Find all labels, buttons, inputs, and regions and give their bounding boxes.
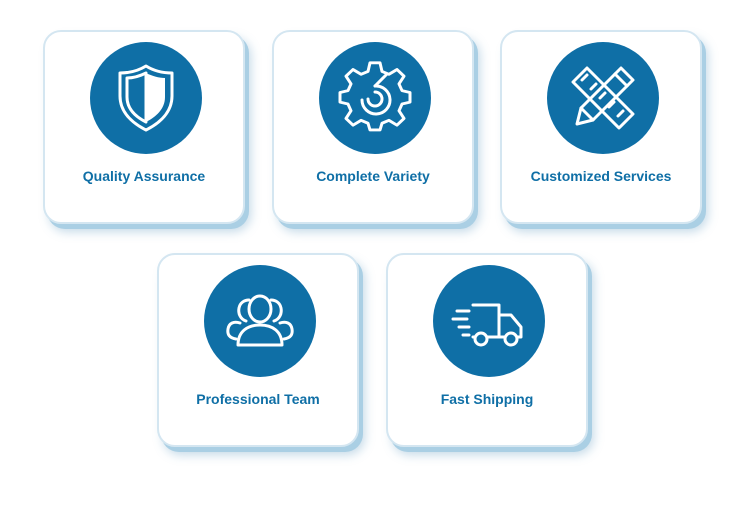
feature-card-quality-assurance[interactable]: Quality Assurance xyxy=(43,30,245,224)
feature-card-fast-shipping[interactable]: Fast Shipping xyxy=(386,253,588,447)
team-icon xyxy=(226,294,294,347)
delivery-truck-icon xyxy=(451,303,523,347)
feature-card-complete-variety[interactable]: Complete Variety xyxy=(272,30,474,224)
feature-card-professional-team[interactable]: Professional Team xyxy=(157,253,359,447)
shield-icon xyxy=(118,64,174,132)
icon-circle xyxy=(90,42,202,154)
icon-circle xyxy=(547,42,659,154)
feature-card-customized-services[interactable]: Customized Services xyxy=(500,30,702,224)
feature-label: Complete Variety xyxy=(316,168,430,184)
icon-circle xyxy=(319,42,431,154)
feature-label: Fast Shipping xyxy=(440,391,534,407)
feature-label: Customized Services xyxy=(530,168,672,184)
feature-label: Professional Team xyxy=(196,391,320,407)
icon-circle xyxy=(433,265,545,377)
pencil-ruler-icon xyxy=(571,66,635,130)
feature-label: Quality Assurance xyxy=(82,168,206,184)
gear-icon xyxy=(338,61,412,132)
icon-circle xyxy=(204,265,316,377)
